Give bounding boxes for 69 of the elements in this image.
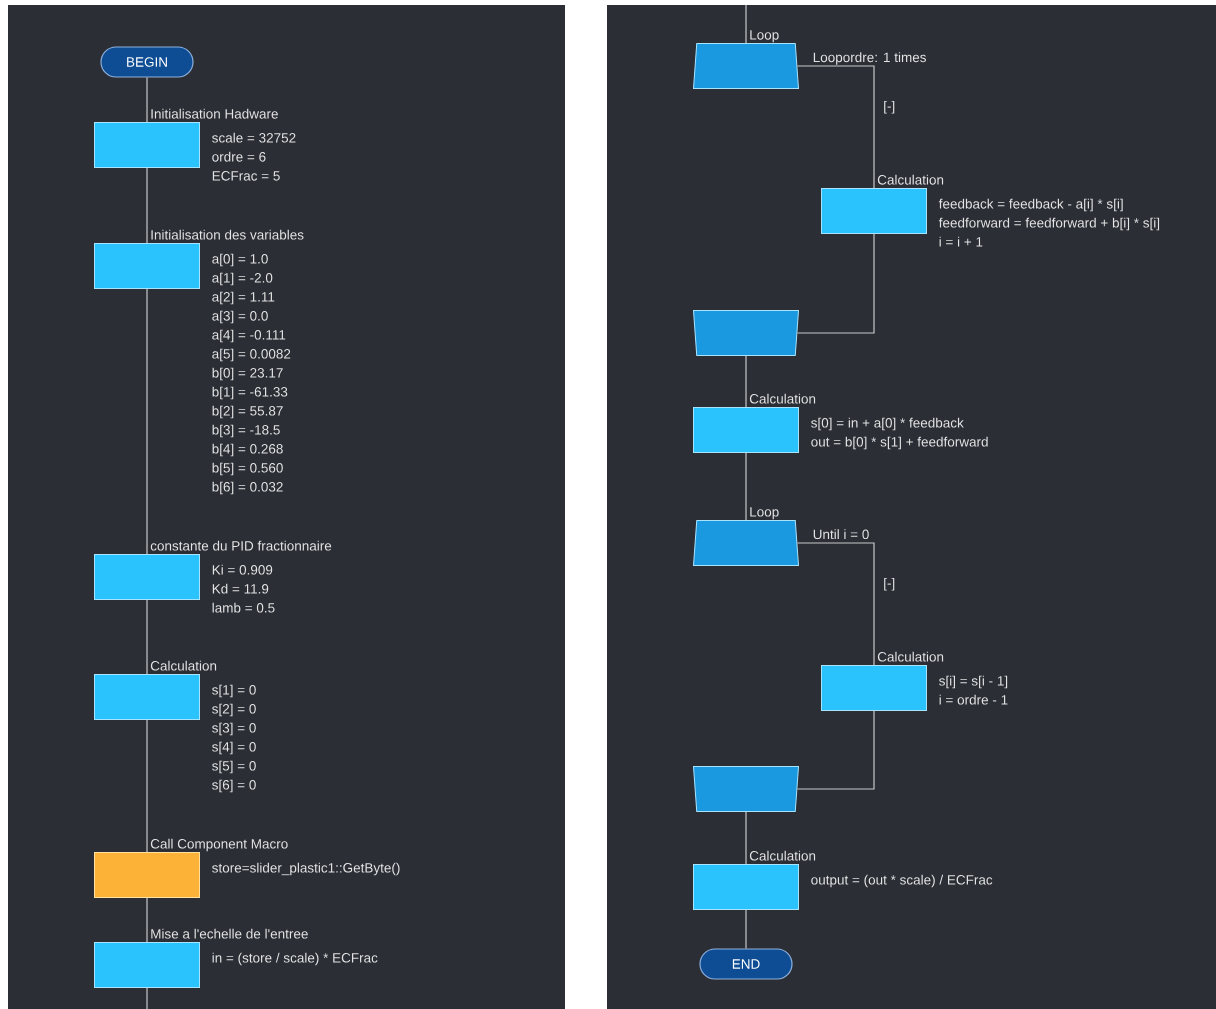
code-line: s[2] = 0 [212,703,256,717]
code-line: s[5] = 0 [212,760,256,774]
connector-line [796,710,875,790]
loop-condition: Until i = 0 [813,529,869,540]
code-line: b[5] = 0.560 [212,462,283,476]
code-line: a[1] = -2.0 [212,272,273,286]
connector-line [745,452,747,521]
connector-line [146,167,148,244]
step-heading: Calculation [749,393,816,404]
code-line: s[4] = 0 [212,741,256,755]
connector-line [796,233,875,334]
code-line: b[3] = -18.5 [212,424,280,438]
step-heading: Calculation [749,850,816,861]
code-line: a[3] = 0.0 [212,310,268,324]
code-line: ECFrac = 5 [212,171,280,181]
code-line: b[2] = 55.87 [212,405,283,419]
step-heading: Loop [750,30,779,43]
code-line: a[0] = 1.0 [212,253,268,267]
connector-line [146,77,148,123]
connector-line [796,65,875,189]
code-line: scale = 32752 [212,132,296,143]
code-line: s[3] = 0 [212,722,256,736]
code-line: feedforward = feedforward + b[i] * s[i] [938,217,1160,231]
step-heading: Mise a l'echelle de l'entree [151,928,308,939]
code-line: b[1] = -61.33 [212,386,288,400]
code-line: a[4] = -0.111 [212,329,286,343]
code-line: feedback = feedback - a[i] * s[i] [938,198,1123,212]
connector-line [146,599,148,675]
connector-line [146,987,148,1009]
step-heading: Call Component Macro [150,838,288,852]
code-line: Kd = 11.9 [212,583,269,594]
step-heading: Initialisation Hadware [151,108,278,119]
step-heading: Calculation [877,651,944,662]
connector-line [745,811,747,865]
code-line: out = b[0] * s[1] + feedforward [811,436,988,450]
code-line: output = (out * scale) / ECFrac [811,874,993,888]
code-line: b[4] = 0.268 [212,443,283,457]
connector-line [745,4,747,44]
loop-end-box [693,310,799,356]
code-line: i = i + 1 [939,236,983,247]
code-line: b[0] = 23.17 [212,367,283,381]
code-line: a[5] = 0.0082 [212,348,291,362]
code-line: ordre = 6 [212,151,266,162]
code-line: i = ordre - 1 [939,694,1008,705]
code-line: s[1] = 0 [212,684,256,698]
code-line: s[0] = in + a[0] * feedback [811,417,964,431]
terminal-box: END [699,948,793,980]
code-line: s[6] = 0 [212,779,256,793]
code-line: store=slider_plastic1::GetByte() [212,862,400,876]
step-heading: Initialisation des variables [151,229,304,240]
code-line: s[i] = s[i - 1] [939,675,1008,689]
step-heading: Calculation [150,660,217,671]
code-line: a[2] = 1.11 [212,291,275,305]
loop-condition: Loopordre: 1 times [813,52,926,65]
connector-line [745,355,747,408]
code-line: Ki = 0.909 [212,564,273,575]
connector-line [146,288,148,555]
connector-line [745,909,747,949]
terminal-box: BEGIN [100,46,194,78]
code-line: in = (store / scale) * ECFrac [212,952,378,966]
code-line: lamb = 0.5 [212,602,275,613]
code-line: b[6] = 0.032 [212,481,283,495]
connector-line [146,719,148,853]
step-heading: constante du PID fractionnaire [150,540,332,551]
step-heading: Loop [750,507,779,520]
loop-end-box [693,766,799,812]
step-heading: Calculation [877,174,944,185]
connector-line [146,897,148,943]
connector-line [796,542,875,666]
